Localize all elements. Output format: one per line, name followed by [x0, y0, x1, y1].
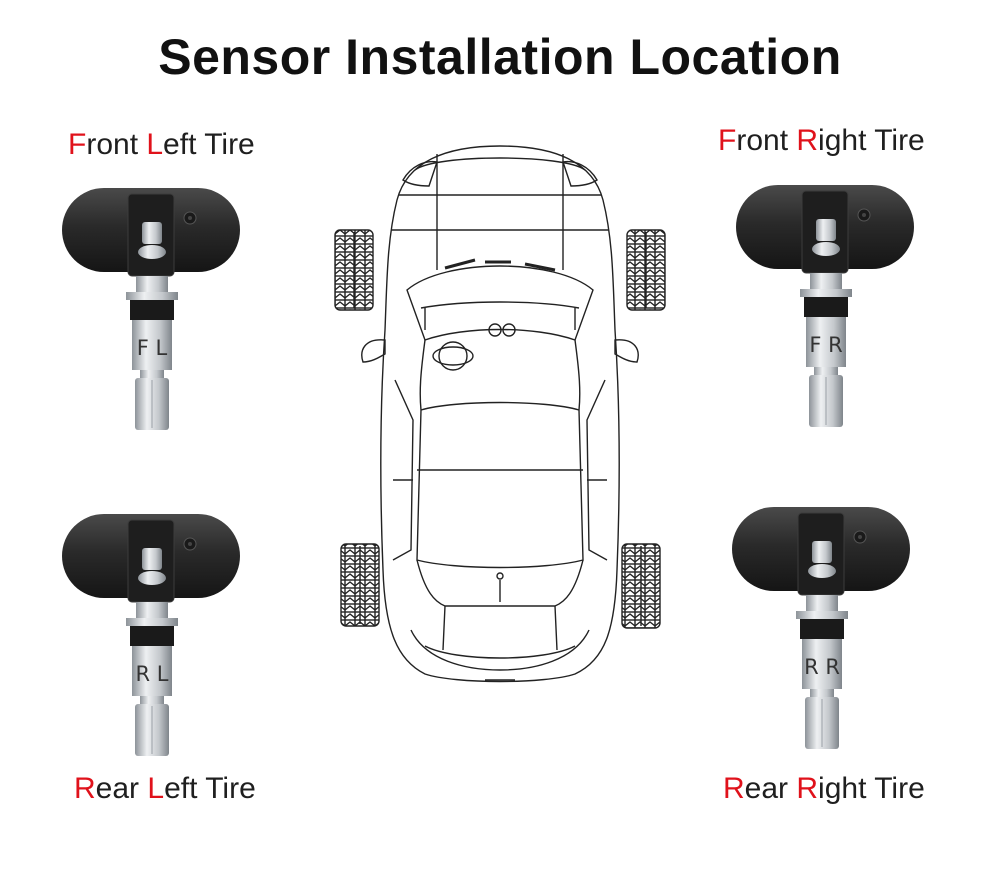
tire-rear-left-icon	[340, 543, 380, 627]
label-initial: R	[796, 772, 819, 805]
car-body-outline	[380, 145, 620, 683]
label-initial: R	[723, 772, 745, 805]
label-front-right-tire: Front Right Tire	[718, 124, 925, 158]
sensor-position-code: F L	[137, 336, 168, 360]
tire-front-left-icon	[334, 229, 374, 311]
tpms-sensor-rear-right: R R	[730, 505, 914, 755]
car-top-view-diagram	[325, 140, 675, 695]
label-front-left-tire: Front Left Tire	[68, 128, 255, 162]
label-text: ear	[744, 772, 797, 805]
label-initial: F	[68, 128, 87, 161]
tire-front-right-icon	[626, 229, 666, 311]
label-text: ront	[86, 128, 147, 161]
label-initial: R	[796, 124, 819, 157]
tpms-sensor-front-right: F R	[734, 183, 918, 433]
tpms-sensor-rear-left: R L	[60, 512, 244, 762]
tire-rear-right-icon	[621, 543, 661, 629]
label-text: ront	[736, 124, 797, 157]
sensor-position-code: F R	[809, 333, 842, 357]
page-title: Sensor Installation Location	[158, 29, 842, 85]
label-initial: F	[718, 124, 737, 157]
label-initial: R	[74, 772, 96, 805]
tpms-sensor-front-left: F L	[60, 186, 244, 436]
label-rear-left-tire: Rear Left Tire	[74, 772, 256, 806]
sensor-position-code: R R	[804, 655, 840, 679]
label-text: ight Tire	[818, 124, 925, 157]
label-text: ear	[95, 772, 148, 805]
label-rear-right-tire: Rear Right Tire	[723, 772, 925, 806]
label-text: ight Tire	[818, 772, 925, 805]
label-initial: L	[147, 772, 165, 805]
label-text: eft Tire	[164, 772, 256, 805]
sensor-position-code: R L	[136, 662, 169, 686]
label-text: eft Tire	[163, 128, 255, 161]
label-initial: L	[146, 128, 164, 161]
